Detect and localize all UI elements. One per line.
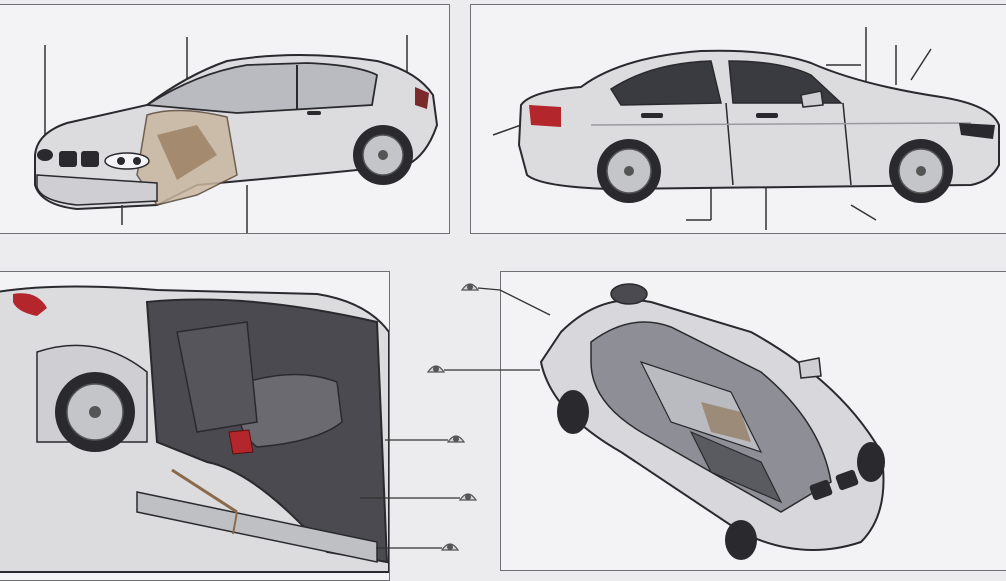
panel-front-cutaway: [0, 4, 450, 234]
side-mirror: [800, 90, 824, 108]
kidney-grille-right: [835, 469, 859, 491]
window-glass: [144, 62, 378, 114]
red-component: [228, 429, 254, 455]
front-bumper: [36, 174, 158, 206]
body-crease: [590, 122, 972, 126]
door-handle: [307, 111, 321, 115]
exposed-component: [701, 402, 751, 442]
callout-marker: [460, 283, 480, 291]
rear-window: [609, 60, 722, 106]
seat-cushion: [236, 373, 343, 448]
kidney-grille-left: [59, 151, 77, 167]
headlight-ring: [133, 157, 141, 165]
tool-handle: [171, 468, 238, 514]
seat-back: [176, 321, 258, 433]
callout-marker: [458, 493, 478, 501]
door-handle: [756, 113, 778, 118]
front-tire: [725, 520, 757, 560]
engine-block: [689, 430, 783, 504]
panel-exploded-chassis: [500, 271, 1006, 571]
side-profile-illustration: [492, 27, 1000, 230]
kidney-grille-left: [809, 479, 833, 501]
leader-line: [910, 48, 932, 81]
exploded-chassis-illustration: [539, 283, 885, 560]
front-tire-right: [857, 442, 885, 482]
headlight-left: [37, 149, 53, 161]
door-handle: [641, 113, 663, 118]
door-seam: [725, 102, 734, 186]
headlight: [959, 123, 995, 139]
panel-side-profile: [470, 4, 1006, 234]
door-sill: [136, 491, 378, 563]
side-mirror: [798, 357, 822, 379]
tail-light: [529, 105, 561, 127]
callout-marker: [446, 435, 466, 443]
kidney-grille-right: [81, 151, 99, 167]
headlight-ring: [117, 157, 125, 165]
tool-tip: [232, 511, 238, 535]
tail-light: [415, 87, 429, 109]
rear-hub: [89, 406, 101, 418]
callout-marker: [440, 543, 460, 551]
front-cutaway-illustration: [34, 35, 439, 233]
leader-line: [850, 204, 877, 221]
front-hub: [916, 166, 926, 176]
rear-hub: [624, 166, 634, 176]
door-seam: [842, 102, 852, 186]
exposed-frame: [157, 125, 217, 180]
headlight: [104, 152, 150, 170]
tail-light: [13, 293, 47, 316]
roof-component: [610, 283, 648, 305]
rear-tire: [557, 390, 589, 434]
leader-line: [492, 124, 522, 136]
interior-cutaway-illustration: [0, 285, 389, 573]
rear-hub: [378, 150, 388, 160]
panel-interior-cutaway: [0, 271, 390, 581]
callout-marker: [426, 365, 446, 373]
